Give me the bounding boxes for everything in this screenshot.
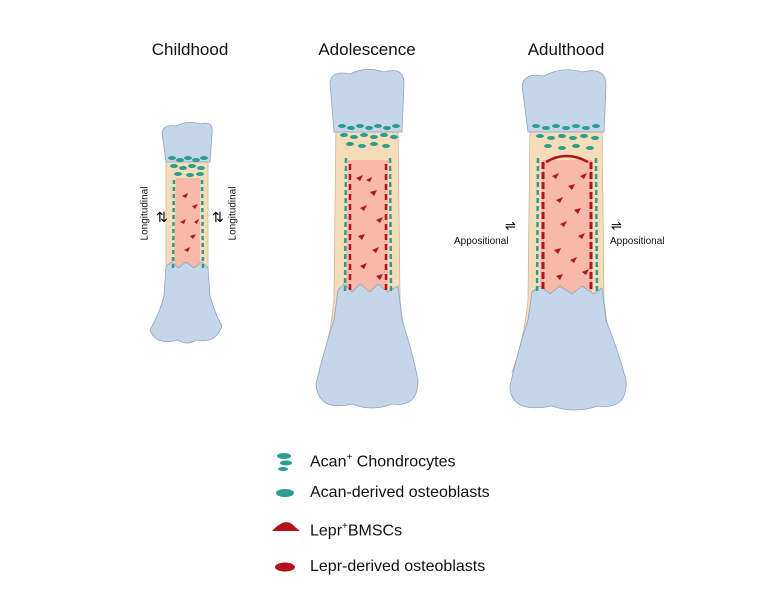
lepr-bmsc-icon xyxy=(272,522,300,531)
acan-osteoblast-icon xyxy=(276,489,294,497)
appositional-label-left: Appositional xyxy=(454,236,509,247)
adulthood-bone: ⇌ ⇌ xyxy=(505,69,627,411)
svg-text:⇌: ⇌ xyxy=(611,219,622,234)
legend-label-acan-osteoblasts: Acan-derived osteoblasts xyxy=(310,484,490,501)
svg-text:⇅: ⇅ xyxy=(212,210,224,226)
stage-title-childhood: Childhood xyxy=(151,40,229,59)
adolescence-lepr-cells xyxy=(356,175,383,280)
stage-title-adulthood: Adulthood xyxy=(527,40,605,59)
legend-label-lepr-osteoblasts: Lepr-derived osteoblasts xyxy=(310,558,486,575)
legend-label-acan-chondrocytes: Acan+ Chondrocytes xyxy=(310,452,456,471)
childhood-lepr-cells xyxy=(180,193,199,252)
svg-text:⇌: ⇌ xyxy=(505,219,516,234)
longitudinal-label-left: Longitudinal xyxy=(139,186,151,241)
legend-icons xyxy=(272,453,300,572)
stage-title-adolescence: Adolescence xyxy=(318,40,416,59)
childhood-bone: ⇅ ⇅ xyxy=(149,122,224,344)
legend-label-lepr-bmscs: Lepr+BMSCs xyxy=(310,521,403,540)
appositional-label-right: Appositional xyxy=(610,236,665,247)
acan-chondrocyte-icon xyxy=(277,453,292,471)
svg-text:⇅: ⇅ xyxy=(156,210,168,226)
adolescence-bone xyxy=(315,69,419,409)
longitudinal-label-right: Longitudinal xyxy=(227,186,239,241)
lepr-osteoblast-icon xyxy=(275,562,295,572)
adulthood-lepr-cells xyxy=(552,173,589,280)
